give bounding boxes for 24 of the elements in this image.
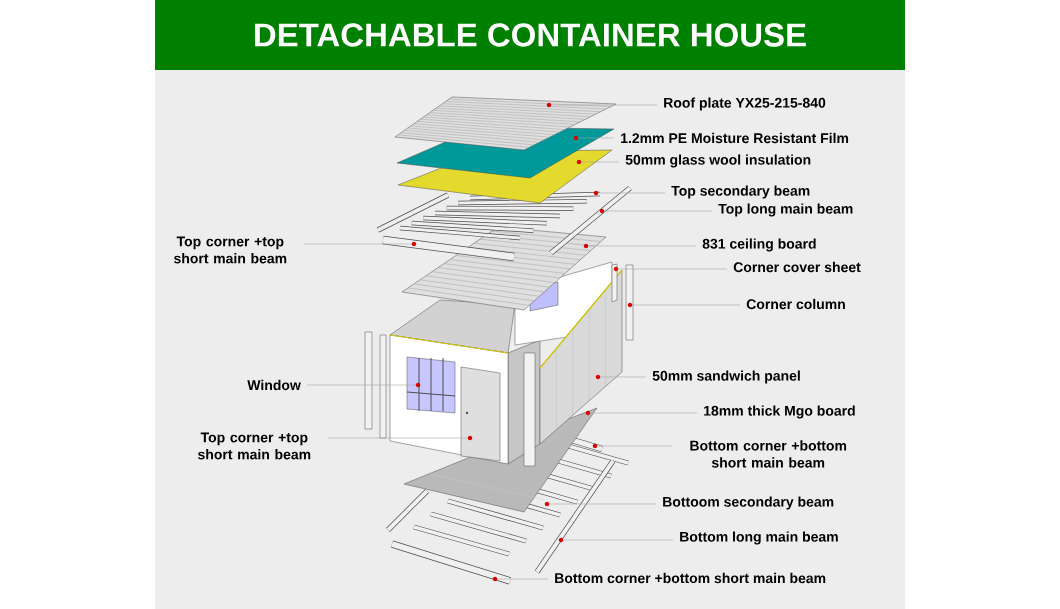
leader-line xyxy=(303,243,412,245)
leader-line xyxy=(598,192,666,194)
part-label: Bottom corner +bottom short main beam xyxy=(690,440,847,468)
leader-line xyxy=(578,137,615,139)
part-label: 1.2mm PE Moisture Resistant Film xyxy=(621,132,849,144)
part-label: Top secondary beam xyxy=(671,185,810,199)
part-label: Window xyxy=(247,379,301,391)
part-label: Corner column xyxy=(746,298,845,310)
part-label: Bottom corner +bottom short main beam xyxy=(555,572,826,584)
part-label: Bottom long main beam xyxy=(680,531,838,545)
part-label: Top corner +top short main beam xyxy=(174,236,287,264)
part-label: Top long main beam xyxy=(718,203,853,217)
part-label: 18mm thick Mgo board xyxy=(704,405,855,419)
part-label: 50mm sandwich panel xyxy=(652,370,800,384)
part-label: Corner cover sheet xyxy=(733,261,861,273)
part-label: 50mm glass wool insulation xyxy=(625,154,811,168)
part-label: Top corner +top short main beam xyxy=(198,432,311,460)
part-label: Roof plate YX25-215-840 xyxy=(664,97,826,111)
title-banner: DETACHABLE CONTAINER HOUSE xyxy=(155,0,905,70)
part-label: Bottoom secondary beam xyxy=(663,496,834,510)
leader-line xyxy=(581,161,620,163)
leader-line xyxy=(551,104,658,106)
part-label: 831 ceiling board xyxy=(702,238,816,252)
leader-line xyxy=(497,578,549,580)
